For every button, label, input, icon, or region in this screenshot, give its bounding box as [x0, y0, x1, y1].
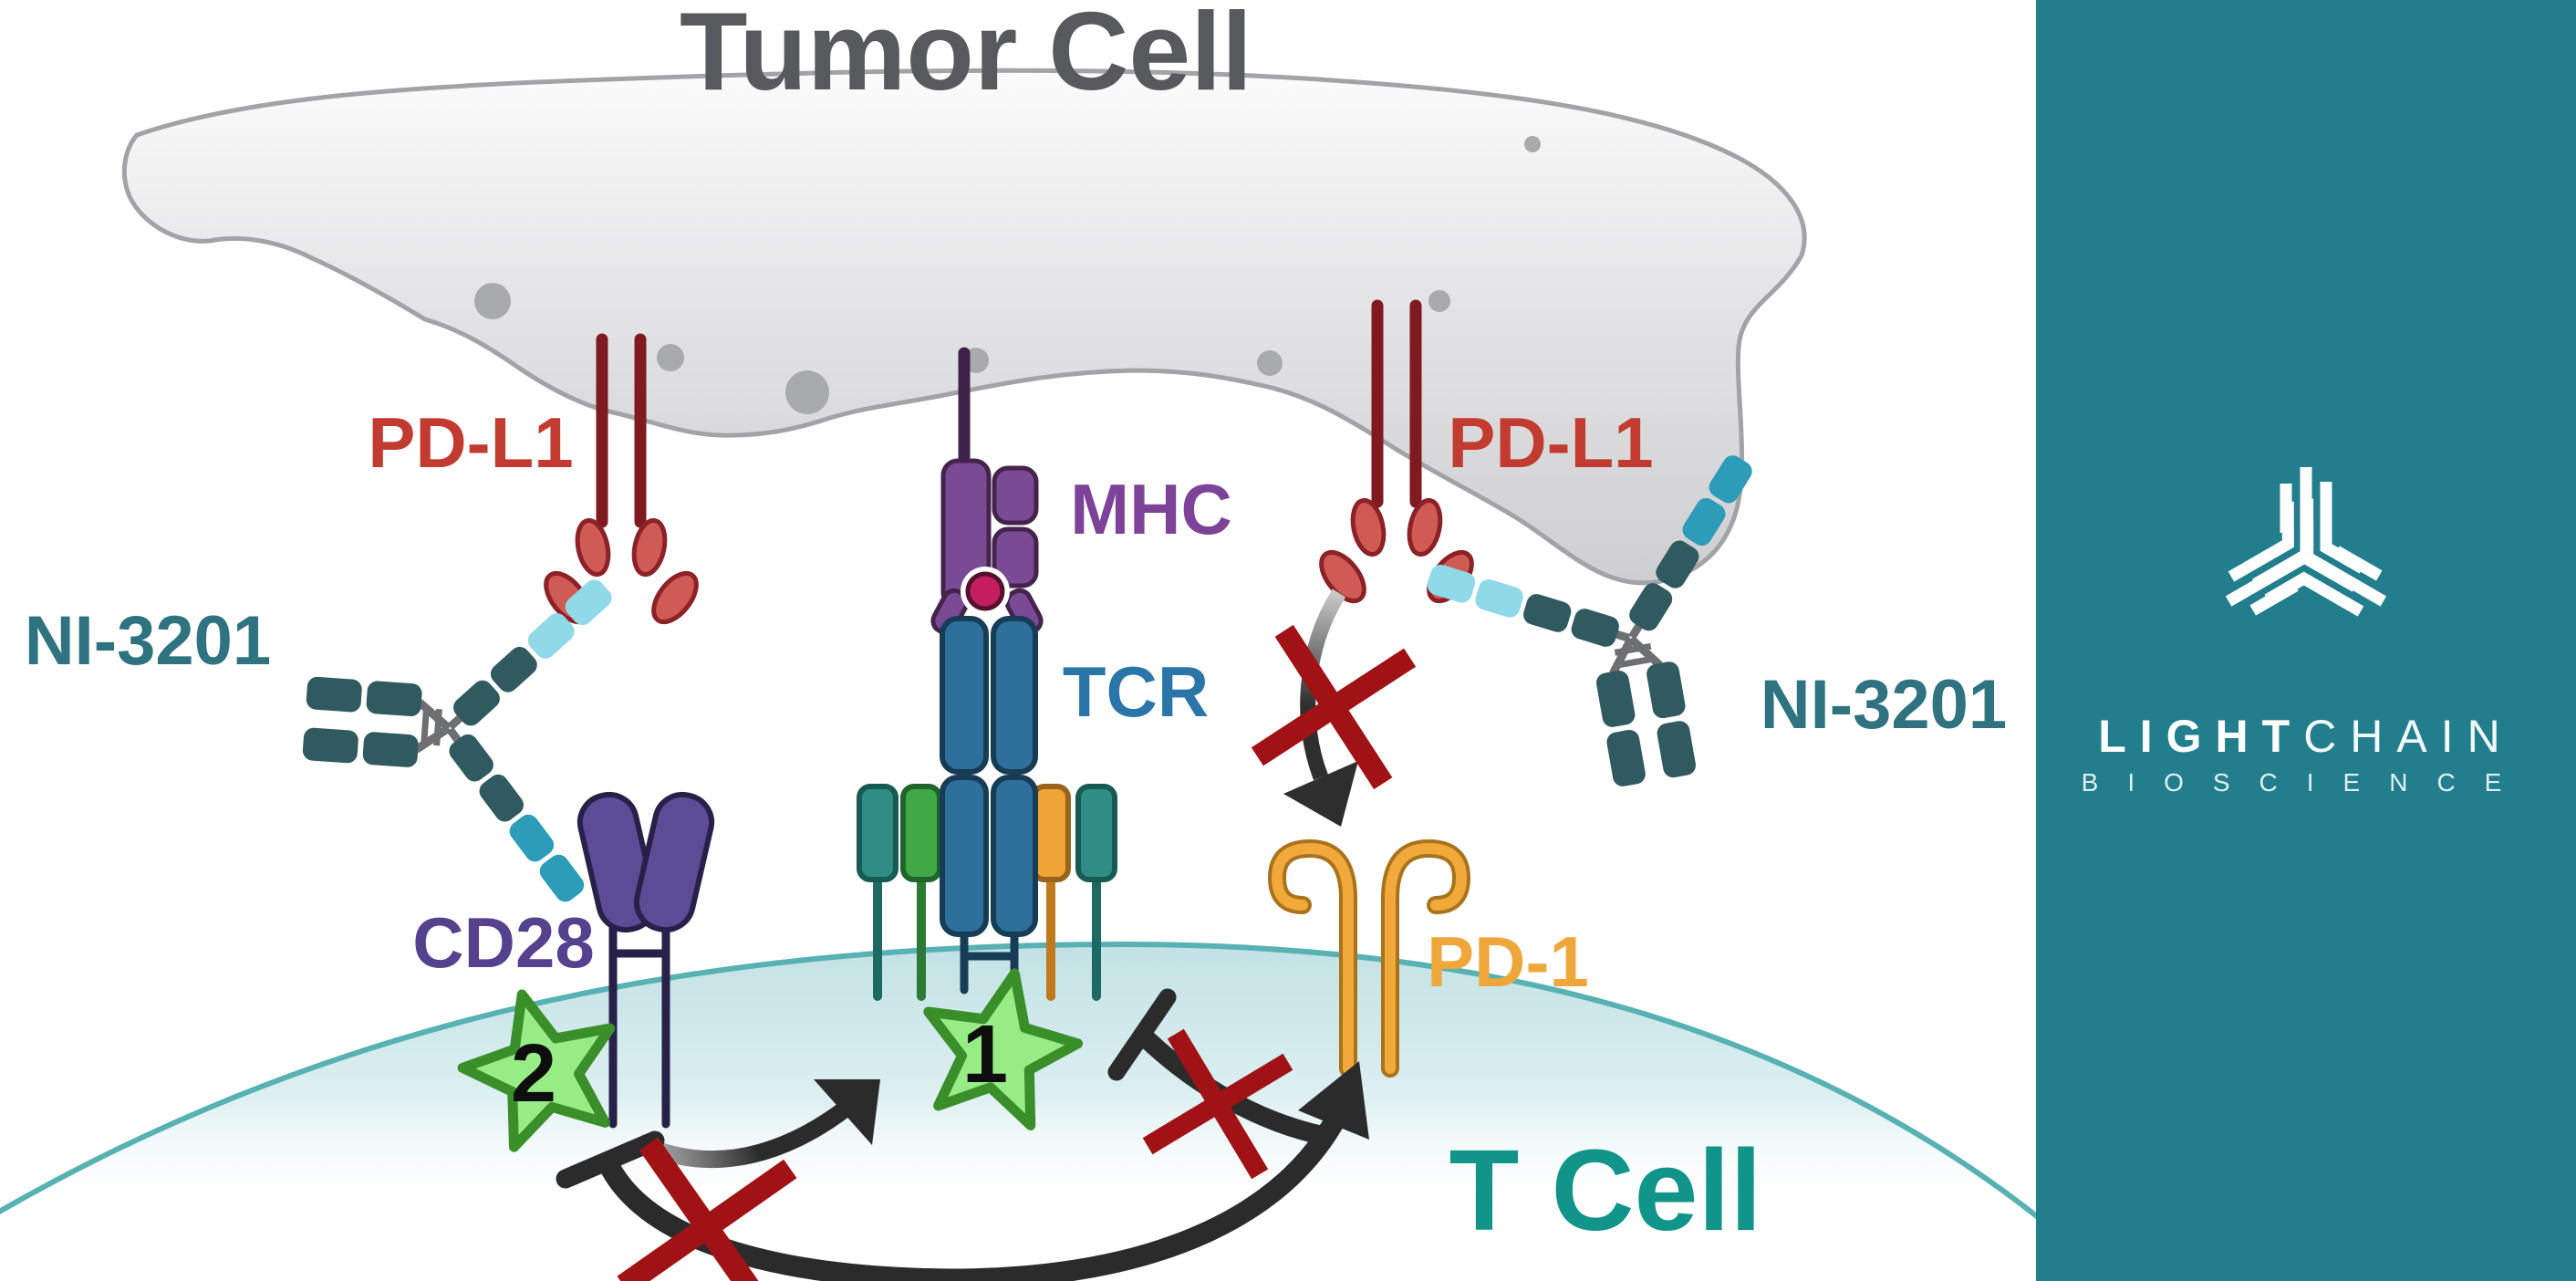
blocked-x-icon: [1251, 624, 1417, 790]
cd28-receptor-icon: [576, 791, 715, 1129]
signal-1-number: 1: [962, 1009, 1008, 1100]
moa-diagram-canvas: 2 1: [0, 0, 2036, 1281]
co-receptor-icons: [857, 784, 1117, 1001]
ni3201-right-label: NI-3201: [1761, 666, 2007, 744]
ni3201-left-label: NI-3201: [25, 602, 271, 680]
pd1-receptor-icon: [1267, 838, 1471, 1078]
peptide-icon: [965, 571, 1005, 611]
blocked-inhibition-signal2: [556, 1061, 1369, 1281]
blocked-x-icon: [1142, 1028, 1293, 1180]
t-cell-label: T Cell: [1449, 1126, 1761, 1255]
mhc-label: MHC: [1070, 469, 1232, 549]
brand-wordmark-light: CHAIN: [2303, 711, 2514, 762]
pdl1-right-label: PD-L1: [1448, 402, 1653, 483]
tcr-icon: [940, 616, 1038, 995]
arrowhead-icon: [1283, 761, 1358, 827]
signal2-to-signal1-arrow: [634, 1079, 880, 1168]
blocked-inhibition-signal1: [1107, 988, 1327, 1180]
tcr-label: TCR: [1063, 651, 1209, 732]
inhibition-tbar-icon: [556, 1130, 665, 1189]
signal-1-star: 1: [909, 958, 1089, 1132]
tumor-cell-body: [121, 68, 1807, 586]
pdl1-left-icon: [544, 333, 699, 625]
signal-2-number: 2: [511, 1028, 556, 1120]
signal-2-star: 2: [448, 974, 633, 1154]
arrowhead-icon: [1298, 1061, 1369, 1140]
arrowhead-icon: [814, 1079, 880, 1145]
inhibition-tbar-icon: [1107, 988, 1177, 1081]
lightchain-logo-icon: [2225, 467, 2387, 617]
brand-wordmark: LIGHTCHAIN: [2036, 710, 2576, 763]
pd1-label: PD-1: [1427, 922, 1589, 1002]
cd28-label: CD28: [412, 902, 594, 983]
t-cell-membrane-edge: [0, 941, 2036, 1220]
moa-diagram: 2 1: [0, 0, 2036, 1281]
brand-subtitle: BIOSCIENCE: [2081, 768, 2531, 797]
blocked-pdl1-pd1-arrow: [1251, 588, 1417, 827]
brand-wordmark-bold: LIGHT: [2098, 711, 2304, 762]
brand-panel: LIGHTCHAIN BIOSCIENCE: [2036, 0, 2576, 1281]
tumor-cell-speckles: [474, 136, 1541, 414]
blocked-x-icon: [617, 1137, 797, 1281]
pdl1-left-label: PD-L1: [368, 402, 573, 483]
mhc-icon: [930, 347, 1044, 635]
page-title: Tumor Cell: [680, 0, 1252, 113]
tumor-cell-blob: [121, 68, 1807, 586]
ni3201-antibody-left-icon: [302, 576, 616, 906]
